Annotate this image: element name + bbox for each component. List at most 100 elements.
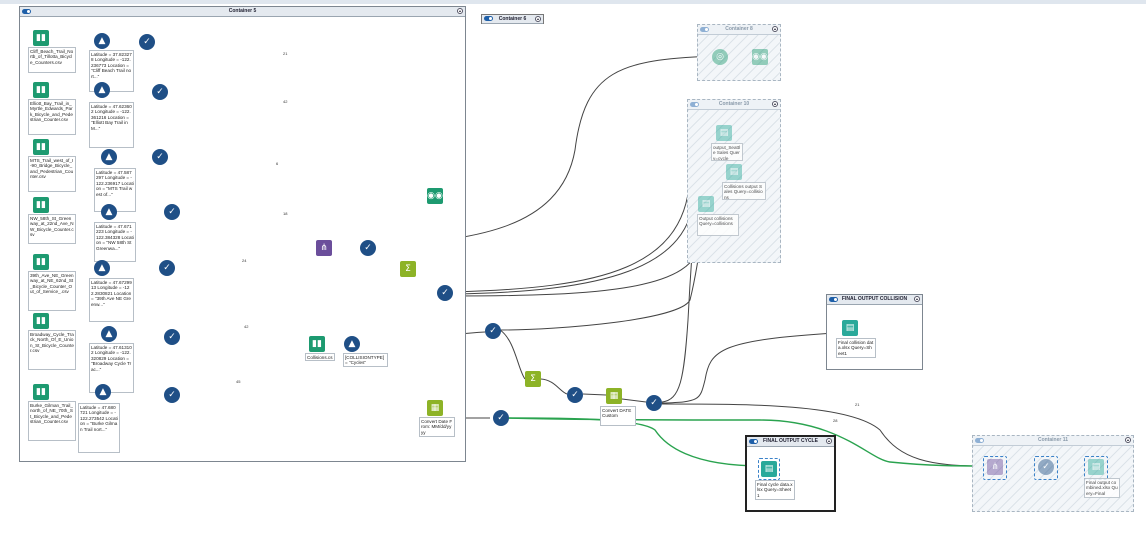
collapse-icon[interactable] [535, 16, 541, 22]
container-6[interactable]: Container 6 [481, 14, 544, 24]
collapse-icon[interactable] [772, 26, 778, 32]
toggle-icon[interactable] [484, 16, 493, 21]
connection-count: 42 [283, 99, 288, 104]
input-data-tool[interactable]: ▮▮ [33, 313, 49, 329]
container-header: FINAL OUTPUT COLLISION [827, 295, 922, 305]
input-file-label: MTS_Trail_west_of_I-90_Bridge_Bicycle_an… [28, 156, 76, 192]
formula-tool[interactable]: ▲ [94, 33, 110, 49]
toggle-icon[interactable] [829, 297, 838, 302]
book-icon: ▮▮ [36, 386, 46, 397]
connection-count: 21 [283, 51, 288, 56]
input-data-tool[interactable]: ▮▮ [33, 384, 49, 400]
toggle-icon[interactable] [975, 438, 984, 443]
union-tool[interactable]: ⋔ [987, 459, 1003, 475]
book-icon: ▮▮ [36, 256, 46, 267]
binoculars-icon: ◉◉ [752, 51, 768, 62]
toggle-icon[interactable] [749, 439, 758, 444]
date-icon: ▦ [609, 390, 619, 401]
output-note: Collisions output Sales Query=collisions [722, 182, 766, 200]
toggle-icon[interactable] [690, 102, 699, 107]
select-tool[interactable]: ✓ [152, 84, 168, 100]
browse-tool[interactable]: ◉◉ [752, 49, 768, 65]
flask-icon: ▲ [98, 35, 106, 46]
output-tool[interactable]: ▤ [1088, 459, 1104, 475]
checkmark-icon: ✓ [143, 36, 151, 47]
filter-tool[interactable]: ▲ [344, 336, 360, 352]
collapse-icon[interactable] [457, 8, 463, 14]
container-5[interactable]: Container 5 [19, 6, 466, 462]
container-10[interactable]: Container 10 [687, 99, 781, 263]
container-11[interactable]: Container 11 [972, 435, 1134, 512]
output-tool[interactable]: ▤ [761, 461, 777, 477]
formula-tool[interactable]: ▲ [101, 326, 117, 342]
collapse-icon[interactable] [772, 101, 778, 107]
container-title: Container 6 [498, 16, 527, 22]
connection-count: 21 [855, 402, 860, 407]
input-data-tool[interactable]: ▮▮ [33, 82, 49, 98]
select-tool[interactable]: ✓ [493, 410, 509, 426]
collapse-icon[interactable] [1125, 437, 1131, 443]
select-tool[interactable]: ✓ [164, 204, 180, 220]
output-tool[interactable]: ▤ [842, 320, 858, 336]
container-8[interactable]: Container 8 [697, 24, 781, 81]
toggle-icon[interactable] [22, 9, 31, 14]
union-tool[interactable]: ⋔ [316, 240, 332, 256]
summarize-tool[interactable]: Σ [400, 261, 416, 277]
container-header: Container 8 [698, 25, 780, 35]
formula-tool[interactable]: ▲ [94, 260, 110, 276]
formula-note: Latitude = 47.623602 Longitude = -122.36… [89, 102, 134, 148]
output-tool[interactable]: ▤ [726, 164, 742, 180]
toggle-icon[interactable] [700, 27, 709, 32]
input-data-tool[interactable]: ▮▮ [33, 30, 49, 46]
container-title: FINAL OUTPUT COLLISION [841, 296, 908, 302]
collapse-icon[interactable] [826, 438, 832, 444]
select-tool[interactable]: ✓ [164, 329, 180, 345]
input-data-tool[interactable]: ▮▮ [33, 254, 49, 270]
container-header: FINAL OUTPUT CYCLE [747, 437, 834, 447]
flask-icon: ▲ [98, 262, 106, 273]
select-tool[interactable]: ✓ [437, 285, 453, 301]
datetime-tool[interactable]: ▦ [427, 400, 443, 416]
output-tool[interactable]: ▤ [698, 196, 714, 212]
flask-icon: ▲ [348, 338, 356, 349]
flask-icon: ▲ [99, 386, 107, 397]
container-title: FINAL OUTPUT CYCLE [763, 438, 818, 444]
browse-tool[interactable]: ◉◉ [427, 188, 443, 204]
collapse-icon[interactable] [914, 296, 920, 302]
select-tool[interactable]: ✓ [152, 149, 168, 165]
formula-tool[interactable]: ▲ [94, 82, 110, 98]
collisions-input-tool[interactable]: ▮▮ [309, 336, 325, 352]
datetime-note: Convert DATE Custom [600, 406, 636, 426]
select-tool[interactable]: ✓ [646, 395, 662, 411]
select-tool[interactable]: ✓ [360, 240, 376, 256]
formula-tool[interactable]: ▲ [95, 384, 111, 400]
datetime-tool[interactable]: ▦ [606, 388, 622, 404]
input-file-label: Cliff_Beach_Trail_Nortb_of_Tillotta_Bicy… [28, 47, 76, 73]
select-tool[interactable]: ✓ [1038, 459, 1054, 475]
select-tool[interactable]: ✓ [159, 260, 175, 276]
formula-note: Latitude = 47.587297 Longitude = -122.23… [94, 168, 136, 212]
filter-note: [COLLISIONTYPE] = "Cycles" [343, 353, 388, 367]
spatial-tool[interactable]: ◎ [712, 49, 728, 65]
select-tool[interactable]: ✓ [139, 34, 155, 50]
book-icon: ▮▮ [36, 141, 46, 152]
selection-outline [758, 458, 780, 480]
formula-tool[interactable]: ▲ [101, 149, 117, 165]
select-tool[interactable]: ✓ [164, 387, 180, 403]
output-tool[interactable]: ▤ [716, 125, 732, 141]
container-title: Container 8 [725, 26, 753, 32]
container-final-output-collision[interactable]: FINAL OUTPUT COLLISION [826, 294, 923, 370]
checkmark-icon: ✓ [156, 86, 164, 97]
input-data-tool[interactable]: ▮▮ [33, 197, 49, 213]
checkmark-icon: ✓ [364, 242, 372, 253]
formula-tool[interactable]: ▲ [101, 204, 117, 220]
summarize-tool[interactable]: Σ [525, 371, 541, 387]
input-data-tool[interactable]: ▮▮ [33, 139, 49, 155]
select-tool[interactable]: ✓ [485, 323, 501, 339]
formula-icon: Σ [530, 373, 536, 384]
checkmark-icon: ✓ [1042, 461, 1050, 472]
book-icon: ▮▮ [36, 315, 46, 326]
input-file-label: Broadway_Cycle_Track_North_Of_E_Union_St… [28, 330, 76, 370]
output-icon: ▤ [845, 322, 855, 333]
select-tool[interactable]: ✓ [567, 387, 583, 403]
